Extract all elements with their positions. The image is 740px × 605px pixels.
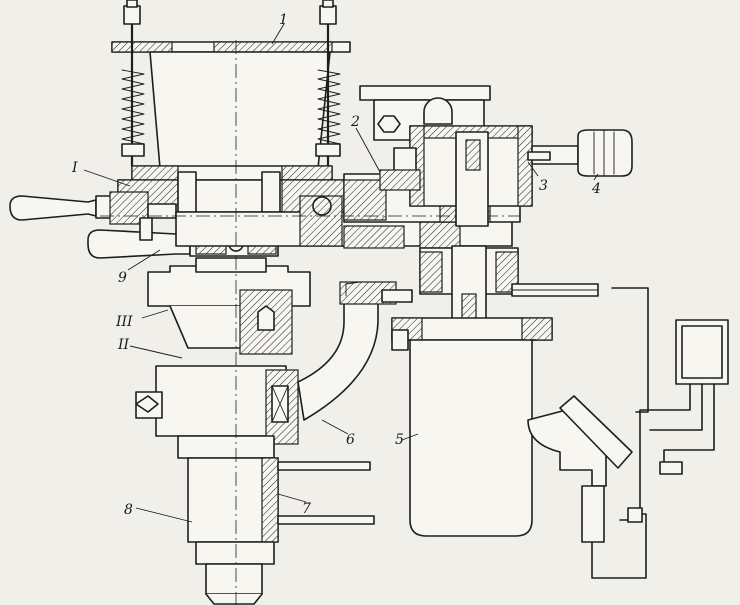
curved-conduit	[297, 281, 413, 421]
spindle-column	[135, 40, 375, 605]
leader-lines	[83, 23, 599, 523]
right-handle	[527, 129, 633, 177]
label-part-7: 7	[302, 501, 311, 517]
label-part-6: 6	[346, 432, 355, 448]
part-labels: 1 2 3 4 5 6 7 8 9 I II III	[71, 12, 601, 518]
label-part-4: 4	[591, 181, 601, 197]
junction-box	[527, 287, 729, 579]
label-section-II: II	[117, 337, 130, 353]
label-part-9: 9	[118, 270, 127, 286]
label-part-1: 1	[279, 12, 288, 28]
label-part-8: 8	[124, 502, 133, 518]
label-section-III: III	[115, 314, 133, 330]
gear-housing	[359, 85, 533, 227]
label-section-I: I	[71, 160, 78, 176]
label-part-2: 2	[350, 114, 360, 130]
label-part-3: 3	[539, 178, 548, 194]
hopper-assembly	[111, 0, 351, 213]
label-part-5: 5	[395, 432, 404, 448]
motor-assembly	[391, 245, 599, 537]
